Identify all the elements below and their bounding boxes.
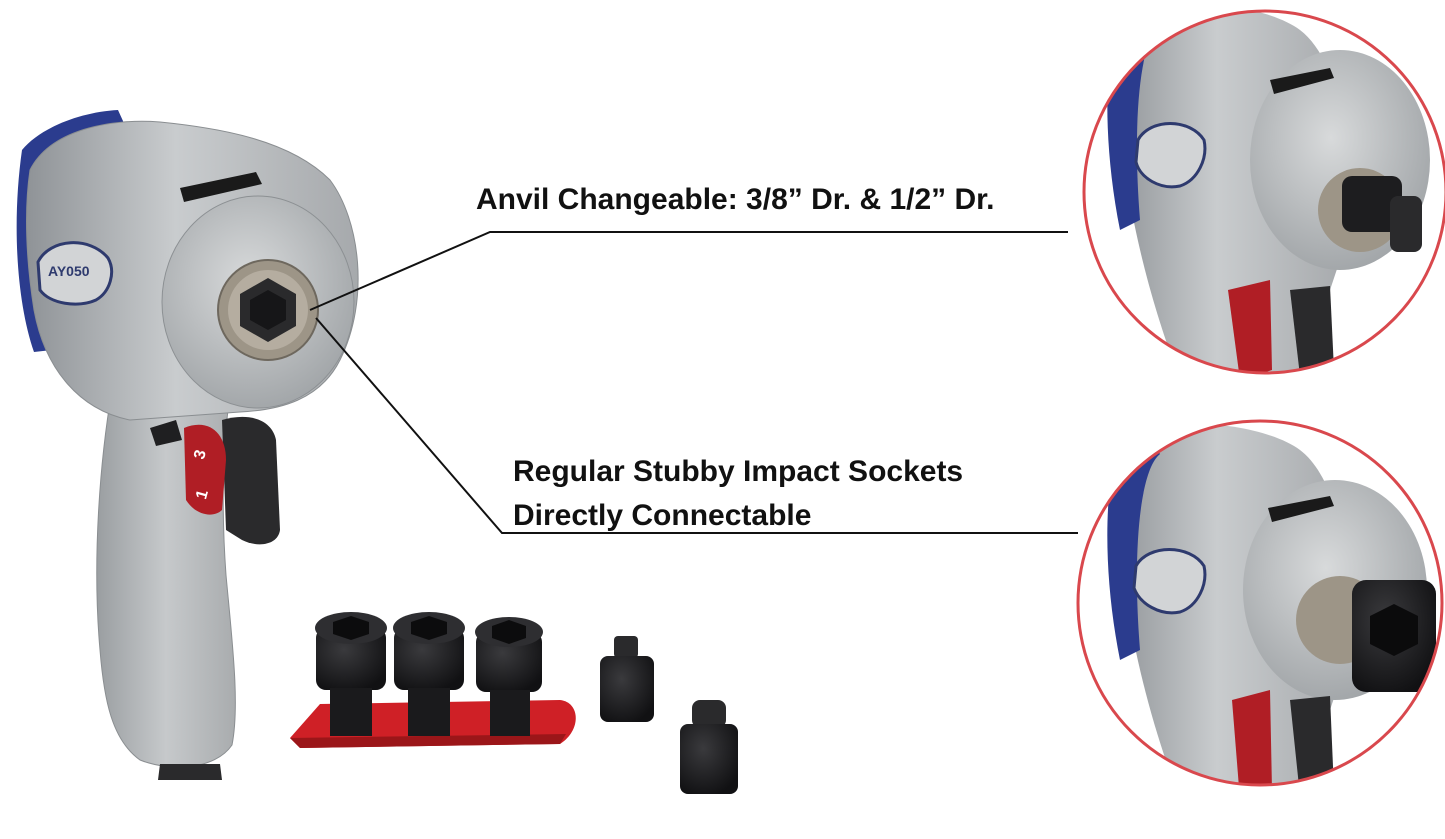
detail-circle-anvil [1082, 9, 1445, 375]
impact-wrench: AY050 3 1 [16, 110, 359, 780]
caption-anvil-changeable: Anvil Changeable: 3/8” Dr. & 1/2” Dr. [476, 183, 995, 216]
caption-stubby-sockets-line1: Regular Stubby Impact Sockets [513, 455, 964, 488]
socket-3 [475, 617, 543, 736]
caption-stubby-sockets-line2: Directly Connectable [513, 499, 812, 532]
dial-mark-3: 3 [191, 448, 210, 461]
anvil-drive [217, 259, 319, 361]
speed-dial: 3 1 [184, 424, 226, 515]
callout-lines [309, 231, 1078, 534]
model-badge-text: AY050 [48, 263, 90, 279]
socket-set [290, 612, 738, 794]
caption-stubby-sockets: Regular Stubby Impact Sockets Directly C… [513, 450, 963, 538]
detail-circle-socket [1076, 419, 1444, 787]
model-badge: AY050 [36, 241, 113, 306]
socket-2 [393, 612, 465, 736]
anvil-adapter-small [600, 636, 654, 722]
dial-mark-1: 1 [193, 488, 212, 501]
anvil-adapter-large [680, 700, 738, 794]
socket-1 [315, 612, 387, 736]
